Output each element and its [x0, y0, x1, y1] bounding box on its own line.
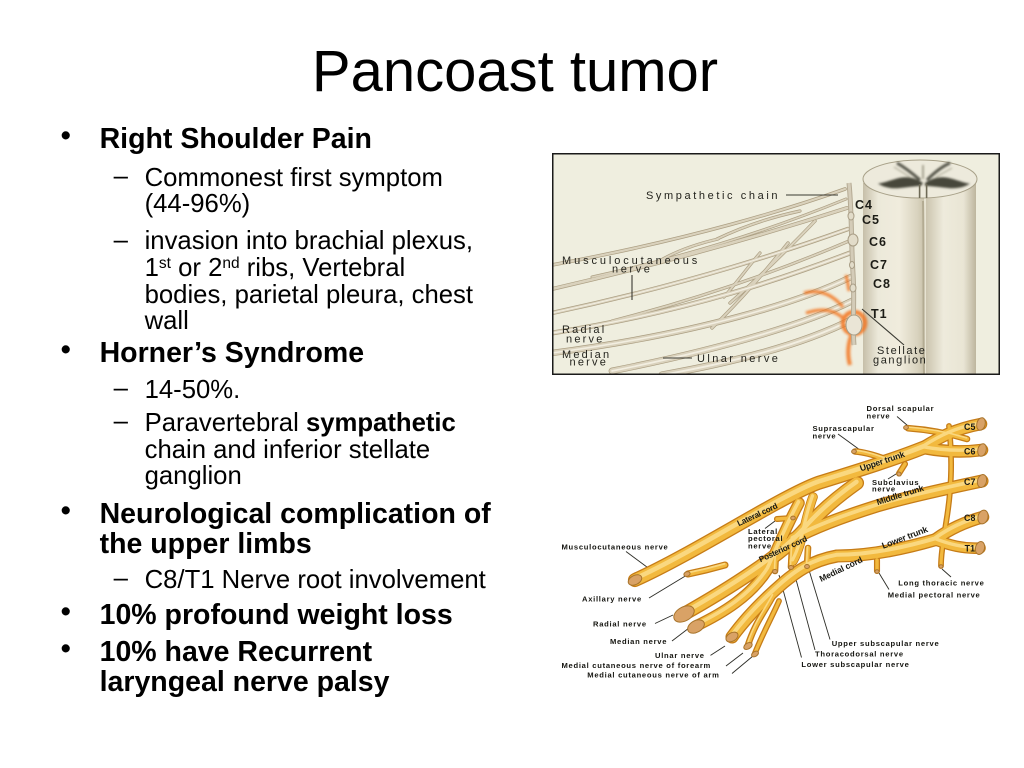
svg-text:Upper subscapular nerve: Upper subscapular nerve [832, 639, 940, 648]
svg-text:Musculocutaneous nerve: Musculocutaneous nerve [562, 543, 669, 552]
svg-text:T1: T1 [871, 307, 888, 321]
svg-text:nerve: nerve [813, 432, 837, 441]
svg-text:Medial pectoral nerve: Medial pectoral nerve [888, 591, 981, 600]
svg-text:Sympathetic chain: Sympathetic chain [646, 190, 780, 202]
svg-text:C5: C5 [862, 213, 880, 227]
svg-text:nerve: nerve [612, 264, 653, 276]
svg-text:T1: T1 [965, 544, 976, 554]
svg-text:ganglion: ganglion [873, 355, 927, 367]
svg-text:Radial: Radial [562, 324, 606, 336]
svg-text:C6: C6 [964, 447, 976, 457]
svg-text:Stellate: Stellate [877, 345, 927, 357]
svg-text:C4: C4 [855, 198, 873, 212]
svg-text:Ulnar nerve: Ulnar nerve [697, 353, 780, 365]
svg-text:Suprascapular: Suprascapular [813, 424, 875, 433]
svg-text:Long thoracic nerve: Long thoracic nerve [898, 579, 984, 588]
svg-text:Median: Median [562, 349, 611, 361]
svg-text:nerve: nerve [566, 334, 605, 346]
svg-text:C7: C7 [964, 477, 976, 487]
svg-text:Thoracodorsal nerve: Thoracodorsal nerve [815, 650, 904, 659]
svg-text:nerve: nerve [867, 412, 891, 421]
svg-text:nerve: nerve [570, 357, 609, 369]
svg-text:Ulnar nerve: Ulnar nerve [655, 651, 705, 660]
svg-text:Musculocutaneous: Musculocutaneous [562, 255, 700, 267]
svg-text:nerve: nerve [748, 541, 772, 550]
svg-text:Axillary nerve: Axillary nerve [582, 595, 642, 604]
svg-text:C8: C8 [964, 513, 976, 523]
svg-text:Dorsal scapular: Dorsal scapular [867, 404, 935, 413]
svg-text:Medial cutaneous nerve of fore: Medial cutaneous nerve of forearm [562, 661, 712, 670]
svg-text:Lower subscapular nerve: Lower subscapular nerve [801, 660, 909, 669]
svg-text:pectoral: pectoral [748, 534, 783, 543]
svg-text:Median nerve: Median nerve [610, 637, 667, 646]
svg-text:C8: C8 [873, 277, 891, 291]
svg-text:Lateral: Lateral [748, 527, 778, 536]
svg-text:Subclavius: Subclavius [872, 478, 919, 487]
svg-text:nerve: nerve [872, 485, 896, 494]
svg-text:Medial cutaneous nerve of arm: Medial cutaneous nerve of arm [587, 671, 719, 680]
svg-text:Radial nerve: Radial nerve [593, 620, 647, 629]
svg-text:C6: C6 [869, 235, 887, 249]
svg-text:C7: C7 [870, 258, 888, 272]
svg-text:C5: C5 [964, 422, 976, 432]
